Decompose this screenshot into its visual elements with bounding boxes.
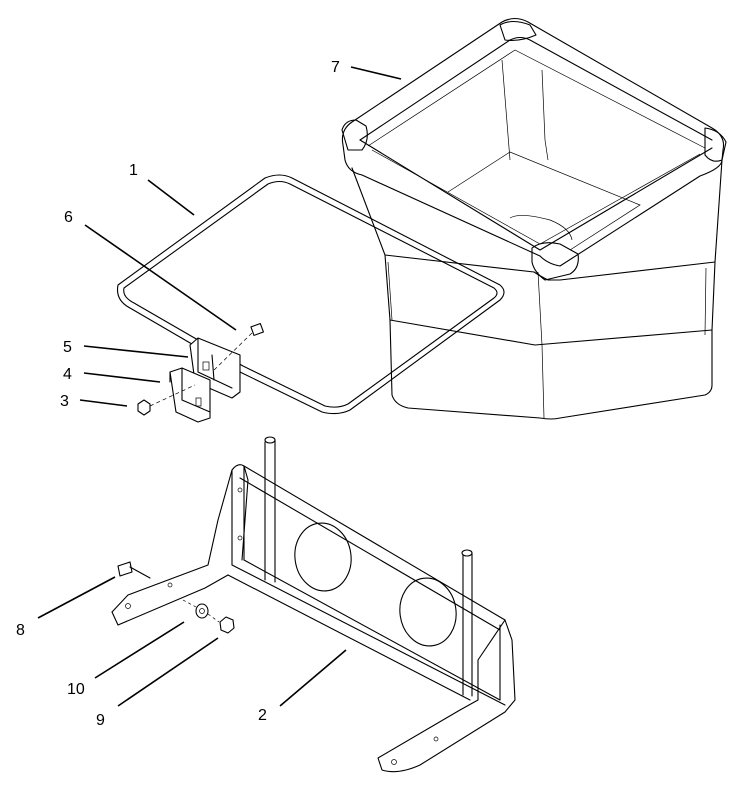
leader-2	[279, 649, 347, 707]
callout-6: 6	[64, 209, 73, 226]
leader-6	[84, 224, 237, 331]
leader-10	[94, 621, 185, 679]
leader-lines	[37, 66, 402, 707]
leader-4	[83, 372, 161, 383]
callout-1: 1	[129, 162, 138, 179]
leader-1	[147, 179, 195, 216]
part-8-bolt	[117, 561, 151, 579]
callout-10: 10	[67, 681, 85, 698]
callout-4: 4	[63, 366, 72, 383]
callout-8: 8	[16, 622, 25, 639]
leader-3	[79, 399, 128, 407]
part-3-nut	[137, 384, 196, 416]
callout-labels: 1 2 3 4 5 6 7 8 9 10	[16, 59, 340, 729]
part-2-mounting-bracket	[111, 436, 516, 773]
callout-2: 2	[258, 707, 267, 724]
leader-8	[37, 576, 116, 619]
leader-9	[117, 637, 219, 707]
callout-9: 9	[96, 712, 105, 729]
part-4-clip-plate	[169, 367, 211, 423]
part-9-nut	[207, 613, 235, 634]
part-10-washer	[182, 599, 209, 619]
callout-7: 7	[331, 59, 340, 76]
leader-5	[83, 345, 189, 358]
callout-5: 5	[63, 339, 72, 356]
part-7-container	[341, 17, 727, 420]
part-1-wire-frame	[116, 174, 505, 415]
leader-7	[350, 66, 402, 80]
callout-3: 3	[60, 393, 69, 410]
part-6-bolt	[211, 322, 264, 373]
